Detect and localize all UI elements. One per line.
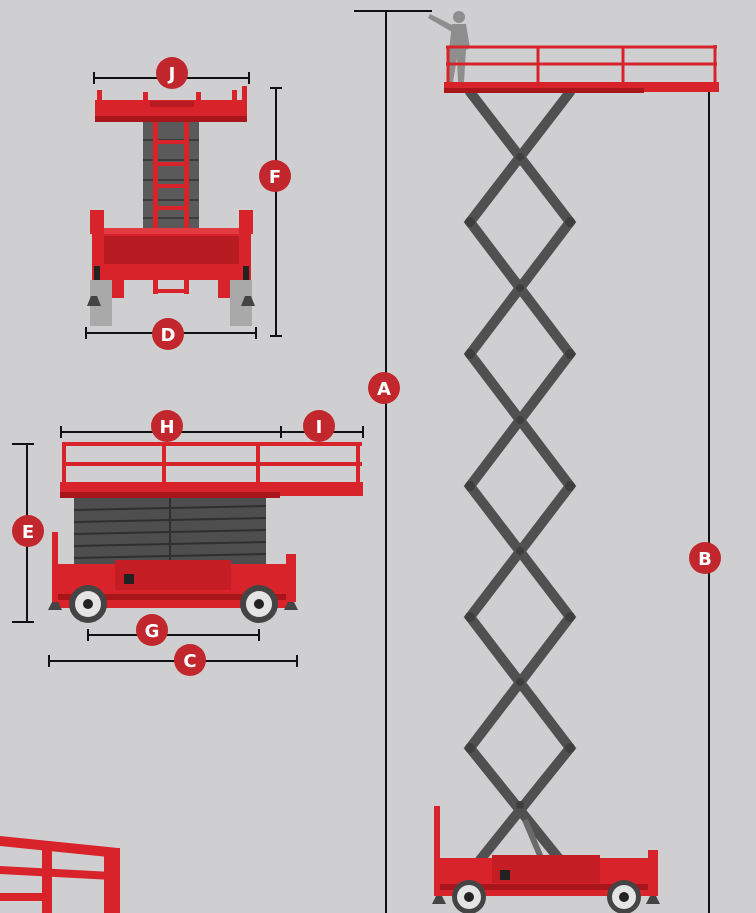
label-H: H: [159, 417, 174, 438]
label-E: E: [22, 522, 34, 543]
label-D: D: [161, 325, 176, 346]
label-I: I: [316, 417, 323, 438]
label-badge-A: A: [368, 372, 400, 404]
label-badge-F: F: [259, 160, 291, 192]
front-guardrail-posts: [97, 86, 247, 102]
label-A: A: [377, 379, 391, 400]
front-wheel-left: [90, 280, 112, 326]
side-view-stowed: [48, 442, 363, 623]
label-B: B: [698, 549, 712, 570]
label-G: G: [145, 621, 160, 642]
label-badge-G: G: [136, 614, 168, 646]
label-badge-D: D: [152, 318, 184, 350]
scissor-pins: [465, 153, 575, 809]
dimension-C: [48, 655, 298, 667]
elevated-guardrail: [446, 45, 717, 88]
side-wheel-rear: [240, 585, 278, 623]
label-badge-I: I: [303, 410, 335, 442]
front-scissor-seams: [143, 139, 199, 219]
elevated-scissor-lift: [428, 11, 719, 913]
front-view: [87, 86, 255, 326]
scissor-arms: [463, 87, 577, 865]
operator-figure: [428, 11, 470, 82]
partial-railing-corner: [0, 836, 120, 913]
label-badge-E: E: [12, 515, 44, 547]
side-guardrail: [62, 442, 362, 490]
dimension-A: [354, 10, 432, 913]
elevated-wheel-front: [452, 880, 486, 913]
elevated-wheel-rear: [607, 880, 641, 913]
label-badge-J: J: [156, 57, 188, 89]
dimension-F: [270, 87, 282, 337]
front-wheel-right: [230, 280, 252, 326]
dimension-G: [87, 629, 260, 641]
side-scissor-seams: [73, 498, 267, 564]
side-wheel-front: [69, 585, 107, 623]
label-badge-B: B: [689, 542, 721, 574]
label-badge-H: H: [151, 410, 183, 442]
elevated-platform-deck: [444, 82, 719, 92]
label-F: F: [269, 167, 281, 188]
label-C: C: [183, 651, 196, 672]
label-badge-C: C: [174, 644, 206, 676]
label-J: J: [167, 64, 176, 85]
